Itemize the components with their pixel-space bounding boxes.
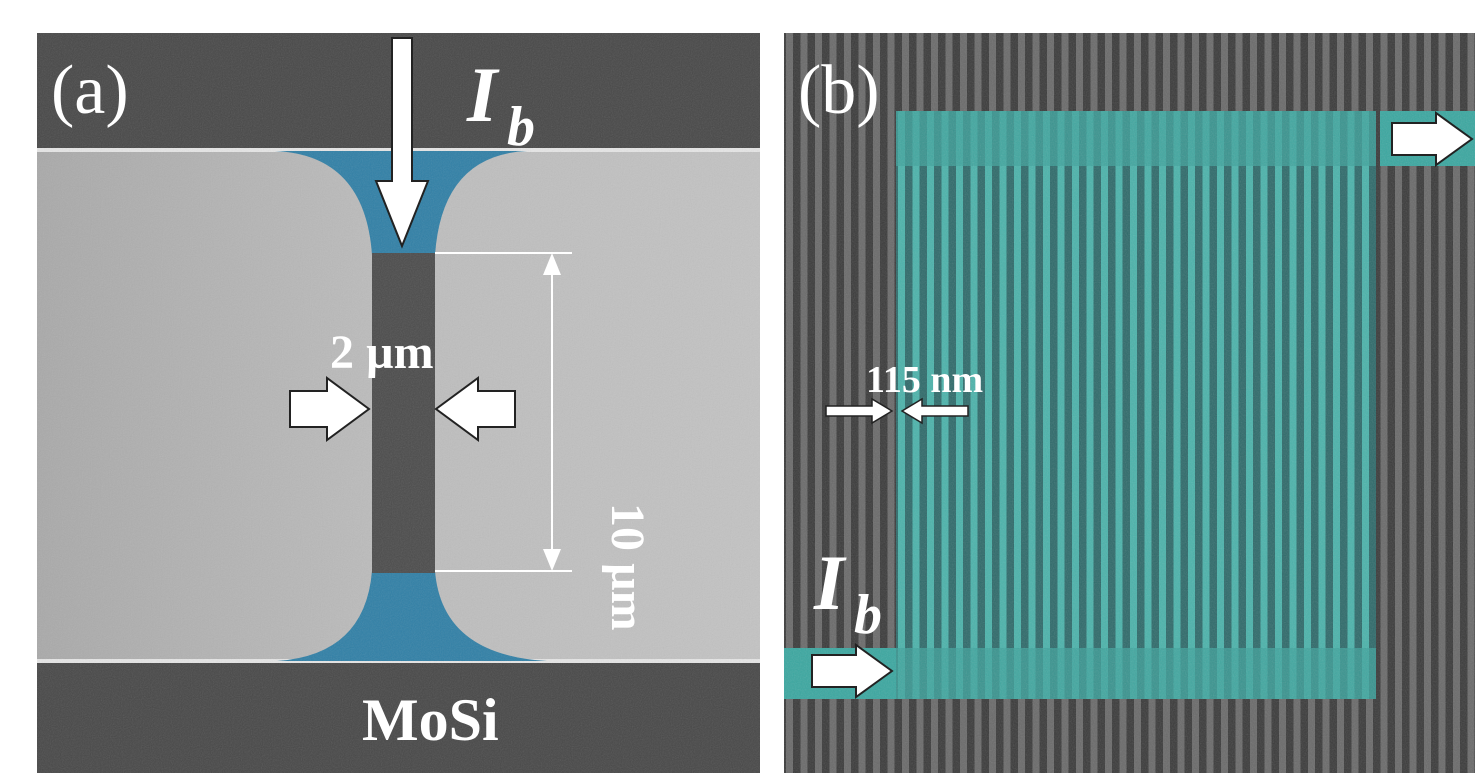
sem-image-b: (b) I b 115 nm xyxy=(784,33,1475,773)
material-label: MoSi xyxy=(362,687,499,753)
nanowire-width-arrow-left xyxy=(825,397,894,425)
bias-current-symbol-a: I xyxy=(466,51,500,138)
current-out-arrow xyxy=(1391,111,1474,167)
sem-image-a: (a) I b 2 µm 10 µm MoSi xyxy=(37,33,760,773)
width-arrow-right xyxy=(434,376,516,442)
length-arrowhead-bottom xyxy=(543,549,561,571)
nanowire-width-label: 115 nm xyxy=(866,359,983,401)
current-in-arrow xyxy=(811,643,894,699)
sem-panel-b: (b) I b 115 nm xyxy=(784,33,1475,773)
sem-noise-b xyxy=(784,33,1475,773)
bias-current-subscript-a: b xyxy=(507,96,535,158)
length-label: 10 µm xyxy=(601,503,654,631)
panel-letter-b: (b) xyxy=(798,52,880,129)
length-arrowhead-top xyxy=(543,253,561,275)
bias-current-symbol-b: I xyxy=(813,539,847,626)
nanowire-width-arrow-right xyxy=(900,397,969,425)
width-label: 2 µm xyxy=(330,326,434,379)
current-direction-arrow-down xyxy=(374,37,430,249)
width-arrow-left xyxy=(289,376,371,442)
sem-panel-a: (a) I b 2 µm 10 µm MoSi xyxy=(37,33,760,773)
panel-letter-a: (a) xyxy=(51,52,129,129)
bias-current-subscript-b: b xyxy=(854,584,882,646)
